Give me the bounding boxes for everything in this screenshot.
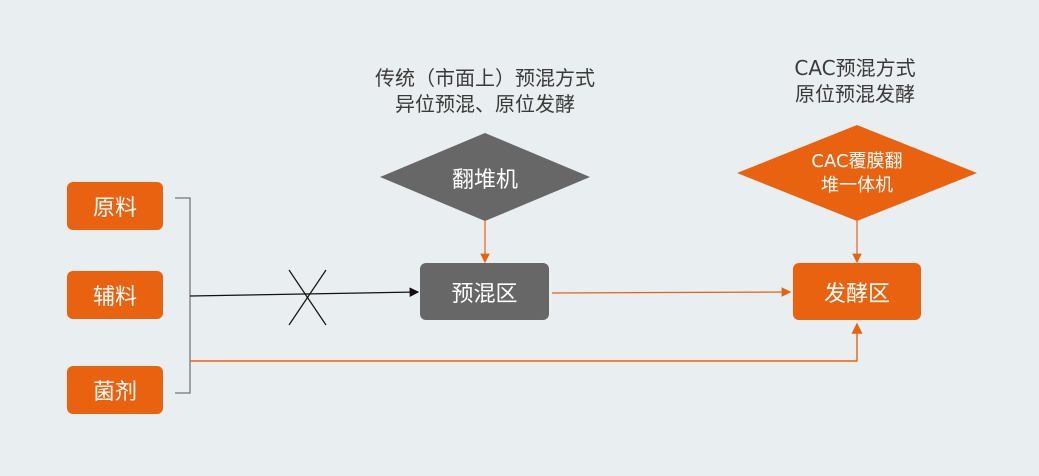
premix-to-fermentation-arrow	[551, 287, 792, 297]
premix-arrow	[189, 287, 420, 297]
input-auxiliary-material: 辅料	[67, 271, 163, 319]
cac-machine-label: CAC覆膜翻 堆一体机	[777, 148, 937, 200]
input-inoculant-label: 菌剂	[92, 380, 137, 405]
premix-zone: 预混区	[420, 263, 549, 320]
cac-machine-label-line1: CAC覆膜翻	[811, 151, 903, 172]
cac-caption-line1: CAC预混方式	[794, 56, 916, 80]
cac-machine-label-line2: 堆一体机	[821, 175, 893, 196]
premix-zone-label: 预混区	[451, 281, 518, 307]
traditional-caption: 传统（市面上）预混方式 异位预混、原位发酵	[330, 65, 640, 117]
turner-label: 翻堆机	[420, 160, 550, 196]
cross-mark-b	[288, 269, 327, 326]
fermentation-zone: 发酵区	[793, 263, 921, 320]
input-inoculant: 菌剂	[67, 366, 163, 414]
turner-diamond	[380, 133, 590, 221]
traditional-caption-line2: 异位预混、原位发酵	[395, 92, 575, 116]
input-bracket	[175, 197, 191, 394]
traditional-caption-line1: 传统（市面上）预混方式	[375, 66, 595, 90]
input-raw-material-label: 原料	[92, 196, 137, 221]
cac-caption-line2: 原位预混发酵	[795, 82, 915, 106]
input-auxiliary-material-label: 辅料	[92, 285, 137, 310]
input-raw-material: 原料	[67, 182, 163, 230]
fermentation-zone-label: 发酵区	[823, 281, 890, 307]
cac-caption: CAC预混方式 原位预混发酵	[740, 55, 970, 107]
cac-diamond	[737, 125, 977, 221]
direct-arrow	[190, 322, 863, 362]
turner-label-text: 翻堆机	[451, 168, 518, 193]
